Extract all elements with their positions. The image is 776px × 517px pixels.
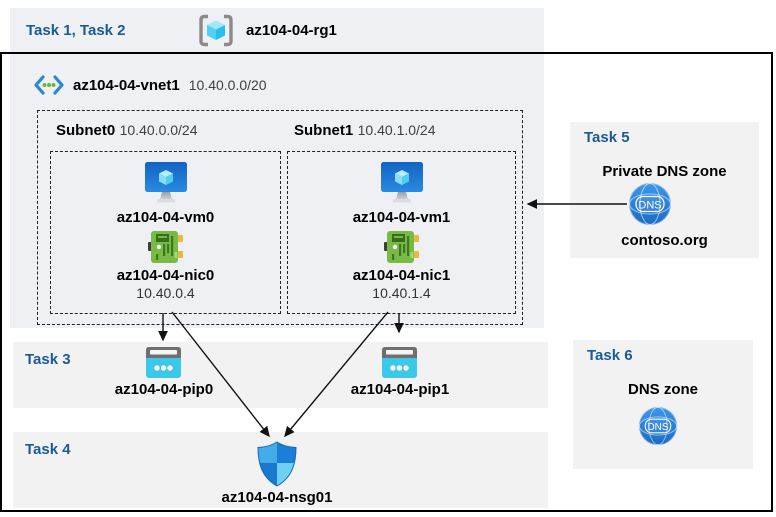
pip0-name: az104-04-pip0 <box>114 381 214 398</box>
resource-group-name: az104-04-rg1 <box>246 21 337 39</box>
nic1-icon <box>384 231 419 263</box>
vm1-icon <box>380 162 423 203</box>
subnet1-cidr: 10.40.1.0/24 <box>357 122 436 138</box>
nsg-shield-icon <box>257 441 297 487</box>
task5-label: Task 5 <box>584 129 630 146</box>
subnet1-label: Subnet1 10.40.1.0/24 <box>294 122 436 140</box>
vnet-name: az104-04-vnet1 <box>73 76 180 94</box>
subnet1-name: Subnet1 <box>294 122 354 139</box>
task4-label: Task 4 <box>25 441 71 458</box>
private-dns-icon: DNS <box>629 183 671 225</box>
resource-group-icon <box>199 14 233 46</box>
subnet0-name: Subnet0 <box>56 122 116 139</box>
task5-box: Task 5 Private DNS zone DNS contoso.org <box>570 122 759 258</box>
task6-label: Task 6 <box>587 347 633 364</box>
pip1-name: az104-04-pip1 <box>350 381 450 398</box>
nic1-name: az104-04-nic1 <box>352 267 451 284</box>
task-1-2-label: Task 1, Task 2 <box>26 21 126 39</box>
task6-box: Task 6 DNS zone DNS <box>573 340 753 469</box>
vnet-container: az104-04-vnet1 10.40.0.0/20 Subnet0 10.4… <box>10 54 544 328</box>
dns-zone-icon: DNS <box>638 406 678 446</box>
nic1-ip: 10.40.1.4 <box>372 285 431 301</box>
subnet0-box: az104-04-vm0 az104-04-nic0 10.40.0 <box>50 151 281 314</box>
pip1-icon <box>382 347 417 378</box>
private-dns-icon-text: DNS <box>638 200 661 212</box>
task3-band: Task 3 <box>13 342 548 408</box>
vm1-name: az104-04-vm1 <box>352 209 451 226</box>
resource-group-band: Task 1, Task 2 az104-04-rg1 <box>10 8 544 52</box>
nic0-name: az104-04-nic0 <box>116 267 215 284</box>
vm0-icon <box>144 162 187 203</box>
subnet1-box: az104-04-vm1 az104-04-nic1 10.40.1 <box>287 151 516 314</box>
pip0-icon <box>146 347 181 378</box>
dns-zone-icon-text: DNS <box>647 422 668 433</box>
vnet-title: az104-04-vnet1 10.40.0.0/20 <box>34 75 267 95</box>
dns-zone-title: DNS zone <box>627 381 698 398</box>
vnet-cidr: 10.40.0.0/20 <box>188 77 267 93</box>
task3-label: Task 3 <box>25 351 71 368</box>
resource-group-boundary <box>0 52 773 512</box>
nic0-ip: 10.40.0.4 <box>136 285 195 301</box>
virtual-network-icon <box>34 75 64 95</box>
vm0-name: az104-04-vm0 <box>116 209 215 226</box>
subnet0-label: Subnet0 10.40.0.0/24 <box>56 122 198 140</box>
subnet0-cidr: 10.40.0.0/24 <box>119 122 198 138</box>
nsg-name: az104-04-nsg01 <box>221 489 333 506</box>
resource-group: az104-04-rg1 <box>198 8 337 52</box>
nic0-icon <box>148 231 183 263</box>
subnets-outer-box: Subnet0 10.40.0.0/24 Subnet1 10.40.1.0/2… <box>37 110 523 325</box>
private-dns-zone-name: contoso.org <box>621 232 708 249</box>
private-dns-zone-title: Private DNS zone <box>602 163 727 180</box>
